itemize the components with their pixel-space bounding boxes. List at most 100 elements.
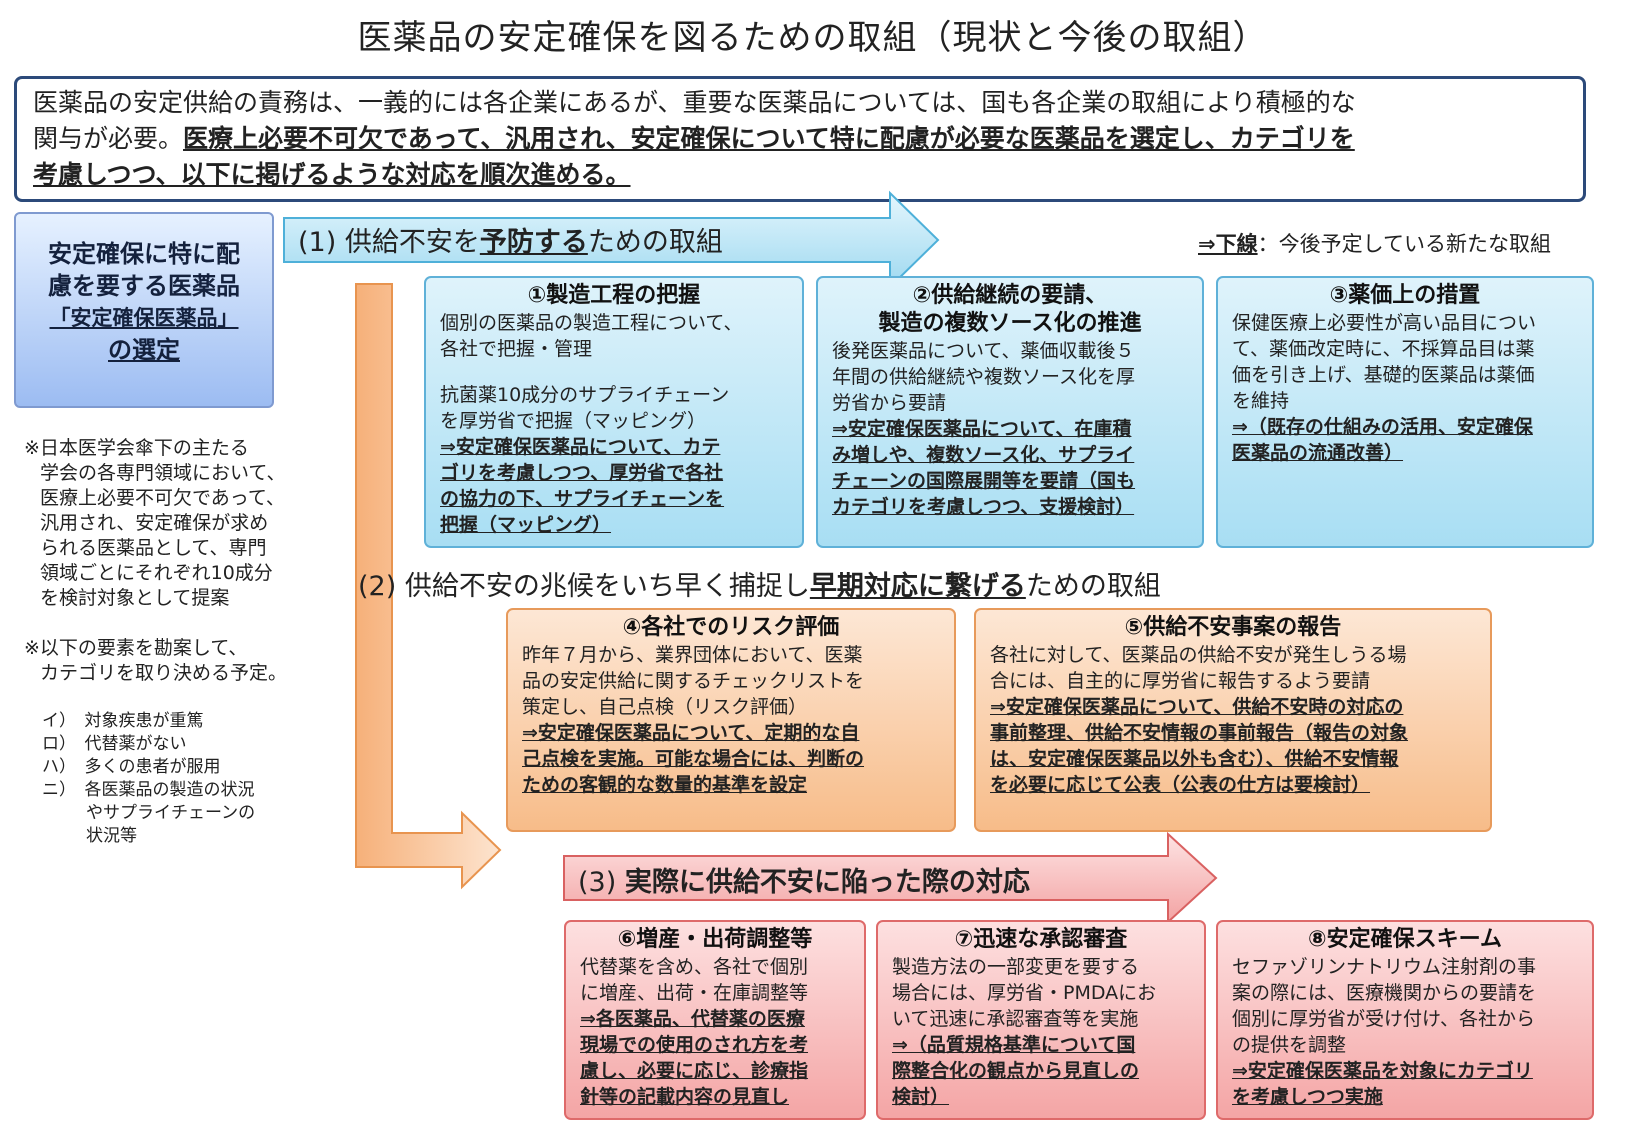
measure-6-heading: ⑥増産・出荷調整等	[617, 927, 813, 952]
section-1-arrow	[283, 190, 940, 290]
measure-6-text: に増産、出荷・在庫調整等	[580, 982, 809, 1004]
factor-item: ロ） 代替薬がない	[42, 734, 187, 754]
intro-line-1: 医薬品の安定供給の責務は、一義的には各企業にあるが、重要な医薬品については、国も…	[33, 88, 1356, 117]
measure-3-future: 医薬品の流通改善）	[1232, 442, 1404, 464]
section-3-label: (3) 実際に供給不安に陥った際の対応	[578, 860, 1030, 899]
measure-box-8: ⑧安定確保スキーム セファゾリンナトリウム注射剤の事 案の際には、医療機関からの…	[1216, 920, 1594, 1120]
measure-6-future: 現場での使用のされ方を考	[580, 1034, 809, 1056]
legend-label: ⇒下線	[1198, 232, 1258, 256]
measure-8-heading: ⑧安定確保スキーム	[1308, 927, 1502, 952]
factor-item: 状況等	[86, 826, 137, 846]
measure-box-2: ②供給継続の要請、 製造の複数ソース化の推進 後発医薬品について、薬価収載後５ …	[816, 276, 1204, 548]
legend-text: ：今後予定している新たな取組	[1257, 232, 1551, 256]
section-2-pre: 供給不安の兆候をいち早く捕捉し	[404, 571, 810, 602]
measure-5-heading: ⑤供給不安事案の報告	[1124, 615, 1342, 640]
measure-3-text: を維持	[1232, 390, 1290, 412]
measure-7-future: 際整合化の観点から見直しの	[892, 1060, 1140, 1082]
section-3-arrow	[563, 831, 1218, 925]
measure-4-text: 昨年７月から、業界団体において、医薬	[522, 644, 863, 666]
measure-2-future: カテゴリを考慮しつつ、支援検討）	[832, 496, 1135, 518]
measure-3-heading: ③薬価上の措置	[1329, 283, 1481, 308]
measure-8-text: セファゾリンナトリウム注射剤の事	[1232, 956, 1537, 978]
measure-1-text: 抗菌薬10成分のサプライチェーン	[440, 384, 730, 406]
note-1-line: られる医薬品として、専門	[40, 537, 267, 559]
selection-line-3: 「安定確保医薬品」	[49, 306, 239, 330]
measure-7-text: いて迅速に承認審査等を実施	[892, 1008, 1139, 1030]
measure-7-text: 場合には、厚労省・PMDAにお	[892, 982, 1157, 1004]
measure-8-text: の提供を調整	[1232, 1034, 1347, 1056]
measure-8-future: ⇒安定確保医薬品を対象にカテゴリ	[1232, 1060, 1533, 1082]
measure-box-4: ④各社でのリスク評価 昨年７月から、業界団体において、医薬 品の安定供給に関する…	[506, 608, 956, 832]
measure-4-heading: ④各社でのリスク評価	[622, 615, 840, 640]
section-1-num: (1)	[298, 227, 337, 258]
measure-2-text: 年間の供給継続や複数ソース化を厚	[832, 366, 1136, 388]
intro-box: 医薬品の安定供給の責務は、一義的には各企業にあるが、重要な医薬品については、国も…	[14, 76, 1586, 202]
measure-5-future: ⇒安定確保医薬品について、供給不安時の対応の	[990, 696, 1404, 718]
page-title: 医薬品の安定確保を図るための取組（現状と今後の取組）	[357, 18, 1268, 58]
measure-4-future: ⇒安定確保医薬品について、定期的な自	[522, 722, 860, 744]
measure-1-text: を厚労省で把握（マッピング）	[440, 410, 707, 432]
measure-2-future: ⇒安定確保医薬品について、在庫積	[832, 418, 1132, 440]
measure-2-heading: ②供給継続の要請、	[912, 283, 1108, 308]
intro-line-2-prefix: 関与が必要。	[33, 124, 184, 153]
section-1-pre: 供給不安を	[344, 227, 480, 258]
measure-box-7: ⑦迅速な承認審査 製造方法の一部変更を要する 場合には、厚労省・PMDAにお い…	[876, 920, 1206, 1120]
measure-5-text: 合には、自主的に厚労省に報告するよう要請	[990, 670, 1371, 692]
measure-box-1: ①製造工程の把握 個別の医薬品の製造工程について、 各社で把握・管理 抗菌薬10…	[424, 276, 804, 548]
measure-5-future: 事前整理、供給不安情報の事前報告（報告の対象	[990, 722, 1409, 744]
measure-6-future: 針等の記載内容の見直し	[580, 1086, 790, 1108]
measure-7-future: 検討）	[892, 1086, 950, 1108]
measure-3-text: て、薬価改定時に、不採算品目は薬	[1232, 338, 1535, 360]
measure-5-text: 各社に対して、医薬品の供給不安が発生しうる場	[990, 644, 1407, 666]
measure-7-text: 製造方法の一部変更を要する	[892, 956, 1140, 978]
measure-8-text: 案の際には、医療機関からの要請を	[1232, 982, 1537, 1004]
measure-box-6: ⑥増産・出荷調整等 代替薬を含め、各社で個別 に増産、出荷・在庫調整等 ⇒各医薬…	[564, 920, 866, 1120]
intro-line-2-emphasis: 医療上必要不可欠であって、汎用され、安定確保について特に配慮が必要な医薬品を選定…	[183, 124, 1355, 153]
measure-4-text: 策定し、自己点検（リスク評価）	[522, 696, 808, 718]
measure-2-future: チェーンの国際展開等を要請（国も	[832, 470, 1136, 492]
measure-8-future: を考慮しつつ実施	[1232, 1086, 1383, 1108]
note-2-line: ※以下の要素を勘案して、	[24, 637, 248, 659]
section-2-emphasis: 早期対応に繋げる	[809, 571, 1026, 602]
measure-1-heading: ①製造工程の把握	[527, 283, 701, 308]
intro-line-2: 関与が必要。医療上必要不可欠であって、汎用され、安定確保について特に配慮が必要な…	[33, 121, 1567, 157]
intro-line-3: 考慮しつつ、以下に掲げるような対応を順次進める。	[33, 157, 1567, 193]
note-1-line: 領域ごとにそれぞれ10成分	[40, 562, 273, 584]
note-2: ※以下の要素を勘案して、 カテゴリを取り決める予定。	[24, 636, 314, 686]
section-2-arrow	[355, 283, 502, 890]
section-2-num: (2)	[358, 571, 397, 602]
measure-6-future: ⇒各医薬品、代替薬の医療	[580, 1008, 805, 1030]
note-1-line: ※日本医学会傘下の主たる	[24, 437, 249, 459]
measure-3-future: ⇒（既存の仕組みの活用、安定確保	[1232, 416, 1533, 438]
section-1-emphasis: 予防する	[479, 227, 588, 258]
measure-2-text: 労省から要請	[832, 392, 947, 414]
measure-1-future: の協力の下、サプライチェーンを	[440, 488, 725, 510]
measure-5-future: は、安定確保医薬品以外も含む）、供給不安情報	[990, 748, 1399, 770]
measure-1-text: 各社で把握・管理	[440, 338, 593, 360]
selection-box: 安定確保に特に配 慮を要する医薬品 「安定確保医薬品」 の選定	[14, 212, 274, 408]
measure-3-text: 価を引き上げ、基礎的医薬品は薬価	[1232, 364, 1535, 386]
legend: ⇒下線：今後予定している新たな取組	[1198, 228, 1551, 258]
factor-item: ニ） 各医薬品の製造の状況	[42, 780, 255, 800]
section-3-num: (3)	[578, 867, 617, 898]
measure-2-text: 後発医薬品について、薬価収載後５	[832, 340, 1135, 362]
measure-4-future: ための客観的な数量的基準を設定	[522, 774, 808, 796]
note-1-line: 汎用され、安定確保が求め	[40, 512, 269, 534]
selection-line-1: 安定確保に特に配	[48, 240, 240, 268]
note-1-line: 学会の各専門領域において、	[40, 462, 286, 484]
measure-6-text: 代替薬を含め、各社で個別	[580, 956, 809, 978]
factor-list: イ） 対象疾患が重篤 ロ） 代替薬がない ハ） 多くの患者が服用 ニ） 各医薬品…	[42, 710, 322, 848]
section-2-label: (2) 供給不安の兆候をいち早く捕捉し早期対応に繋げるための取組	[358, 564, 1161, 603]
section-3-emphasis: 実際に供給不安に陥った際の対応	[624, 867, 1030, 898]
measure-1-future: ゴリを考慮しつつ、厚労省で各社	[440, 462, 724, 484]
measure-2-heading: 製造の複数ソース化の推進	[878, 311, 1142, 336]
measure-1-text: 個別の医薬品の製造工程について、	[440, 312, 743, 334]
measure-7-future: ⇒（品質規格基準について国	[892, 1034, 1136, 1056]
measure-box-5: ⑤供給不安事案の報告 各社に対して、医薬品の供給不安が発生しうる場 合には、自主…	[974, 608, 1492, 832]
note-1: ※日本医学会傘下の主たる 学会の各専門領域において、 医療上必要不可欠であって、…	[24, 436, 314, 611]
measure-5-future: を必要に応じて公表（公表の仕方は要検討）	[990, 774, 1371, 796]
selection-line-4: の選定	[108, 336, 180, 364]
selection-line-2: 慮を要する医薬品	[48, 272, 240, 300]
measure-1-future: 把握（マッピング）	[440, 514, 612, 536]
measure-7-heading: ⑦迅速な承認審査	[954, 927, 1128, 952]
